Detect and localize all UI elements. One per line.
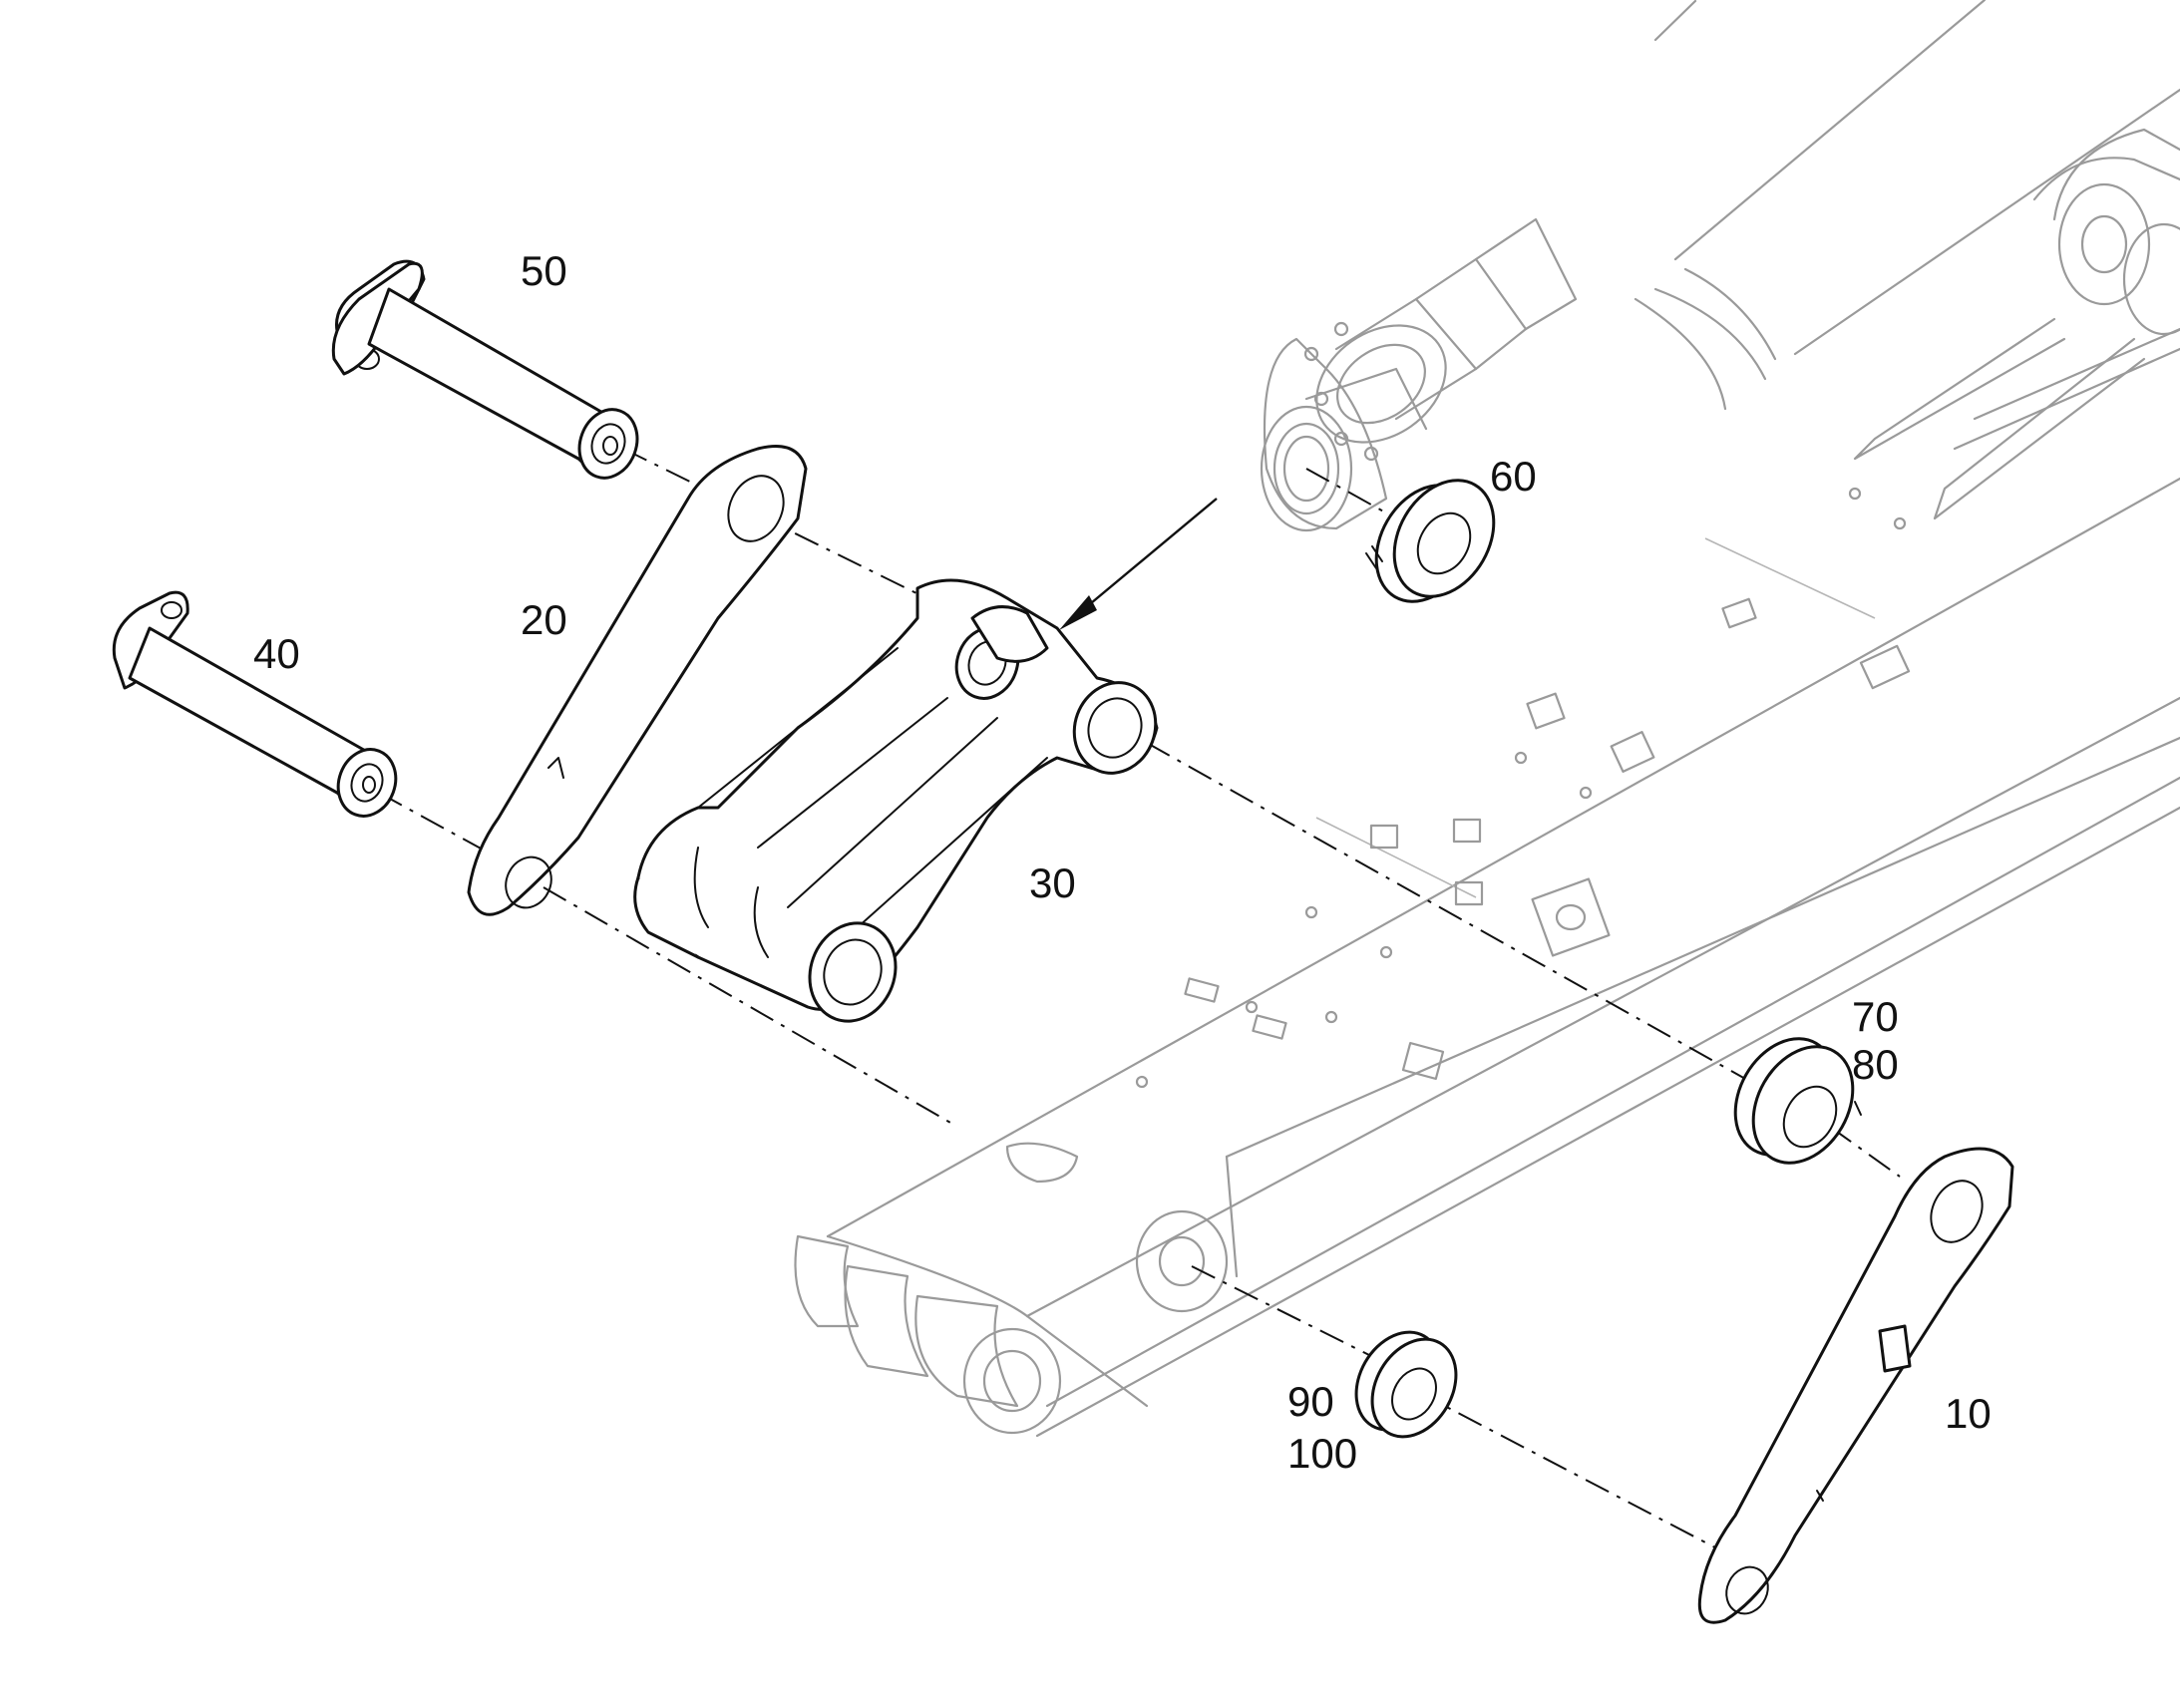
callout-20: 20 [521,596,567,643]
part-washer-60 [1365,479,1496,603]
callout-10: 10 [1945,1390,1992,1437]
part-pin-50 [331,259,639,480]
leader-bushing-70-to-link-10 [1829,1126,1901,1178]
callout-60: 60 [1490,453,1537,500]
leader-bushing-90-to-link-10 [1415,1390,1731,1556]
callout-50: 50 [521,247,567,294]
part-pin-40 [112,590,398,818]
leader-link-20-lower [543,886,958,1128]
part-bushing-90-100 [1354,1330,1458,1439]
callout-100: 100 [1287,1430,1357,1477]
callout-40: 40 [253,630,300,677]
part-link-20 [467,445,808,916]
callout-90: 90 [1287,1378,1334,1425]
callout-labels: 50 60 20 40 30 70 80 90 100 10 [253,247,1992,1477]
callout-70: 70 [1852,993,1899,1040]
leader-link-30-to-bushing-70 [1146,742,1796,1108]
leader-cylinder-to-washer-60 [1305,468,1397,519]
insertion-arrow-head [1059,595,1097,630]
assembly-leader-lines [378,448,1901,1556]
part-h-link-30 [633,578,1159,1023]
background-hydraulic-cylinder [1260,0,2180,532]
callout-30: 30 [1029,859,1076,906]
part-link-10 [1697,1147,2014,1624]
callout-80: 80 [1852,1041,1899,1088]
background-boom-arm [794,128,2180,1438]
part-bushing-70-80 [1733,1037,1862,1165]
leader-arm-to-bushing-90 [1191,1265,1392,1367]
